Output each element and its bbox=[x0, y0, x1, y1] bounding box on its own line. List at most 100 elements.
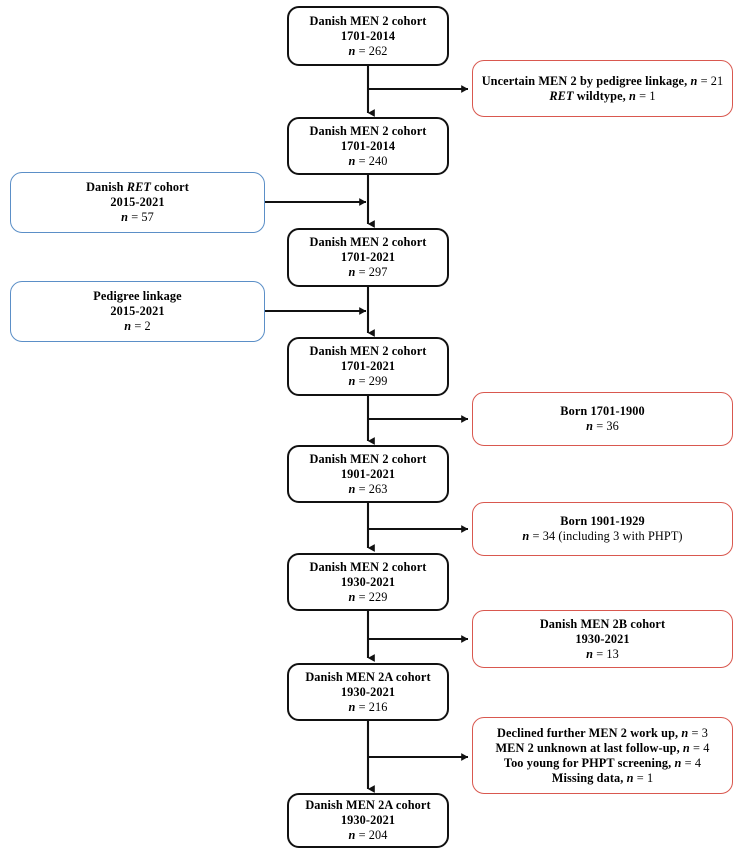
node-exclusion-5-line-1: Declined further MEN 2 work up, n = 3 bbox=[497, 726, 708, 741]
text-pre: Uncertain MEN 2 by pedigree linkage, bbox=[481, 73, 691, 88]
n-value: = 34 (including 3 with PHPT) bbox=[529, 529, 683, 543]
node-main-7-title: Danish MEN 2A cohort bbox=[305, 669, 431, 684]
node-exclusion-1: Uncertain MEN 2 by pedigree linkage, n =… bbox=[472, 60, 733, 117]
n-symbol: n bbox=[626, 770, 634, 785]
node-main-6-period: 1930-2021 bbox=[340, 574, 396, 589]
node-main-1-period: 1701-2014 bbox=[340, 28, 396, 43]
n-value: = 4 bbox=[681, 755, 702, 770]
n-value: = 1 bbox=[635, 88, 656, 103]
node-exclusion-5-line-4: Missing data, n = 1 bbox=[552, 771, 653, 786]
node-main-3-title: Danish MEN 2 cohort bbox=[309, 235, 427, 249]
gene-name: RET bbox=[549, 88, 574, 103]
node-exclusion-5-line-2: MEN 2 unknown at last follow-up, n = 4 bbox=[495, 741, 709, 756]
node-main-5-title: Danish MEN 2 cohort bbox=[309, 451, 427, 466]
node-main-2-count: n = 240 bbox=[348, 154, 387, 169]
n-value: = 216 bbox=[358, 699, 388, 714]
n-value: = 57 bbox=[131, 210, 154, 224]
node-main-8: Danish MEN 2A cohort 1930-2021 n = 204 bbox=[287, 793, 449, 848]
node-main-1-title: Danish MEN 2 cohort bbox=[309, 13, 427, 28]
text-pre: Declined further MEN 2 work up, bbox=[497, 725, 682, 740]
text-pre: Missing data, bbox=[551, 770, 627, 785]
n-symbol: n bbox=[348, 589, 356, 604]
n-value: = 299 bbox=[358, 374, 388, 388]
node-addition-1-title: Danish RET cohort bbox=[86, 180, 189, 195]
node-addition-2-title: Pedigree linkage bbox=[93, 289, 181, 304]
n-value: = 4 bbox=[689, 740, 710, 755]
node-main-5: Danish MEN 2 cohort 1901-2021 n = 263 bbox=[287, 445, 449, 503]
n-symbol: n bbox=[586, 419, 594, 433]
n-value: = 297 bbox=[358, 265, 388, 279]
n-symbol: n bbox=[124, 319, 132, 333]
node-main-4-count: n = 299 bbox=[348, 374, 387, 389]
node-main-2: Danish MEN 2 cohort 1701-2014 n = 240 bbox=[287, 117, 449, 175]
text-mid: wildtype, bbox=[573, 88, 630, 103]
node-main-2-title: Danish MEN 2 cohort bbox=[309, 123, 427, 138]
n-symbol: n bbox=[348, 265, 356, 279]
node-addition-2: Pedigree linkage 2015-2021 n = 2 bbox=[10, 281, 265, 342]
n-value: = 13 bbox=[593, 646, 619, 661]
node-main-7-count: n = 216 bbox=[348, 700, 387, 715]
node-exclusion-5-line-3: Too young for PHPT screening, n = 4 bbox=[504, 756, 701, 771]
node-exclusion-4-line-2: 1930-2021 bbox=[575, 631, 630, 646]
n-value: = 1 bbox=[633, 770, 654, 785]
node-main-7-period: 1930-2021 bbox=[340, 684, 396, 699]
node-exclusion-2: Born 1701-1900 n = 36 bbox=[472, 392, 733, 446]
node-main-2-period: 1701-2014 bbox=[340, 138, 396, 153]
node-exclusion-5: Declined further MEN 2 work up, n = 3 ME… bbox=[472, 717, 733, 794]
n-symbol: n bbox=[674, 755, 682, 770]
text-post: cohort bbox=[150, 180, 189, 194]
n-value: = 2 bbox=[134, 319, 151, 333]
node-main-3-count: n = 297 bbox=[348, 265, 387, 280]
n-value: = 262 bbox=[358, 43, 388, 58]
n-symbol: n bbox=[629, 88, 636, 103]
node-addition-2-count: n = 2 bbox=[124, 319, 151, 334]
node-main-4-period: 1701-2021 bbox=[340, 359, 396, 373]
n-symbol: n bbox=[348, 828, 356, 842]
node-main-1-count: n = 262 bbox=[348, 44, 387, 59]
n-value: = 36 bbox=[593, 419, 619, 433]
node-main-7: Danish MEN 2A cohort 1930-2021 n = 216 bbox=[287, 663, 449, 721]
node-exclusion-2-line-1: Born 1701-1900 bbox=[560, 404, 645, 418]
n-symbol: n bbox=[522, 529, 530, 543]
node-exclusion-4: Danish MEN 2B cohort 1930-2021 n = 13 bbox=[472, 610, 733, 668]
n-symbol: n bbox=[348, 699, 356, 714]
gene-name: RET bbox=[126, 180, 151, 194]
n-value: = 204 bbox=[358, 828, 388, 842]
node-main-5-count: n = 263 bbox=[348, 482, 387, 497]
n-value: = 263 bbox=[358, 481, 388, 496]
text-pre: Pedigree linkage bbox=[93, 289, 182, 303]
n-symbol: n bbox=[682, 740, 690, 755]
n-value: = 240 bbox=[358, 153, 388, 168]
node-main-4-title: Danish MEN 2 cohort bbox=[309, 344, 427, 358]
node-main-3-period: 1701-2021 bbox=[340, 250, 396, 264]
node-exclusion-2-line-2: n = 36 bbox=[586, 419, 619, 434]
node-main-6-count: n = 229 bbox=[348, 590, 387, 605]
node-exclusion-3-line-1: Born 1901-1929 bbox=[560, 514, 645, 528]
node-main-8-count: n = 204 bbox=[348, 828, 387, 843]
node-main-1: Danish MEN 2 cohort 1701-2014 n = 262 bbox=[287, 6, 449, 66]
n-symbol: n bbox=[348, 153, 356, 168]
node-main-8-title: Danish MEN 2A cohort bbox=[305, 798, 431, 812]
n-symbol: n bbox=[681, 725, 689, 740]
node-exclusion-1-line-1: Uncertain MEN 2 by pedigree linkage, n =… bbox=[482, 74, 724, 89]
node-main-3: Danish MEN 2 cohort 1701-2021 n = 297 bbox=[287, 228, 449, 287]
text-pre: Too young for PHPT screening, bbox=[503, 755, 675, 770]
node-exclusion-3-line-2: n = 34 (including 3 with PHPT) bbox=[522, 529, 682, 544]
n-symbol: n bbox=[586, 646, 594, 661]
node-addition-1-count: n = 57 bbox=[121, 210, 154, 225]
node-addition-1: Danish RET cohort 2015-2021 n = 57 bbox=[10, 172, 265, 233]
text-pre: Danish bbox=[86, 180, 127, 194]
n-value: = 3 bbox=[688, 725, 708, 740]
node-main-6-title: Danish MEN 2 cohort bbox=[309, 559, 427, 574]
node-main-6: Danish MEN 2 cohort 1930-2021 n = 229 bbox=[287, 553, 449, 611]
n-symbol: n bbox=[348, 374, 356, 388]
node-main-5-period: 1901-2021 bbox=[340, 466, 396, 481]
n-value: = 229 bbox=[358, 589, 388, 604]
node-addition-2-period: 2015-2021 bbox=[110, 304, 165, 318]
node-main-8-period: 1930-2021 bbox=[340, 813, 396, 827]
n-symbol: n bbox=[690, 73, 698, 88]
text-pre: MEN 2 unknown at last follow-up, bbox=[495, 740, 683, 755]
node-exclusion-4-line-1: Danish MEN 2B cohort bbox=[539, 616, 666, 631]
node-addition-1-period: 2015-2021 bbox=[110, 195, 165, 209]
